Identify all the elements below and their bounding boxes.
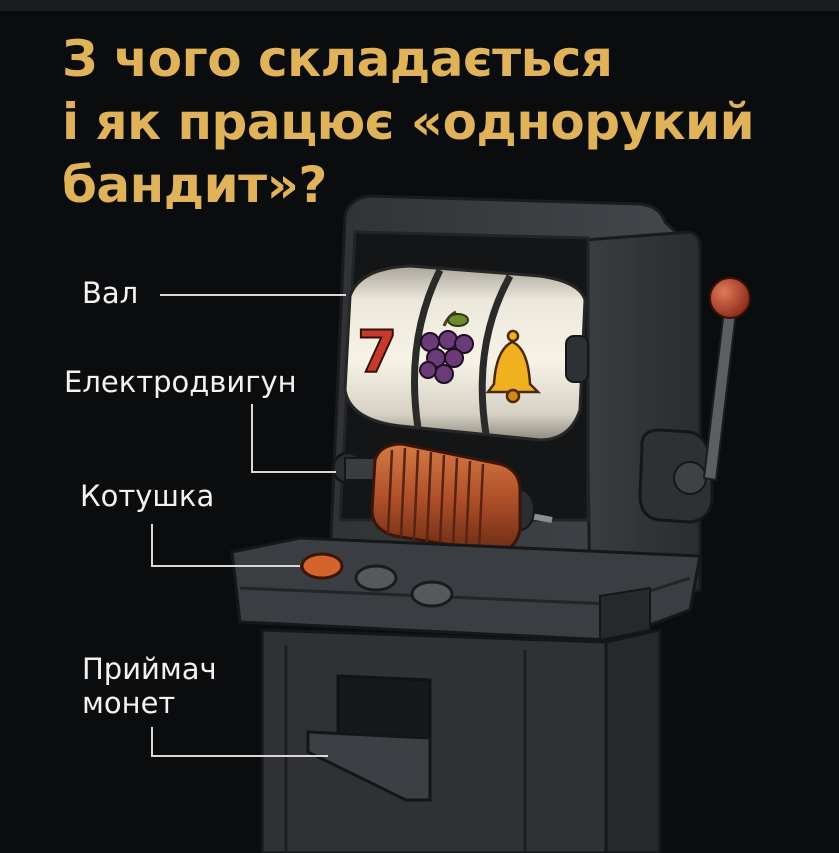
motor-leader xyxy=(251,404,336,473)
orange-button xyxy=(300,552,344,580)
lever-knob xyxy=(709,277,751,319)
top-bar xyxy=(0,0,839,11)
label-coin-acceptor-line-1: Приймач xyxy=(82,652,217,686)
control-panel xyxy=(230,536,702,642)
label-coil: Котушка xyxy=(80,479,215,513)
gray-button-2 xyxy=(410,580,454,608)
title-line-3: бандит»? xyxy=(62,156,327,214)
title-line-1: З чого складається xyxy=(62,30,613,88)
title-line-2: і як працює «однорукий xyxy=(62,93,755,151)
coin-acceptor-leader xyxy=(151,727,328,757)
bell-icon xyxy=(485,329,542,404)
page-title: З чого складається і як працює «одноруки… xyxy=(62,28,822,217)
label-motor: Електродвигун xyxy=(64,365,297,399)
label-coin-acceptor: Приймач монет xyxy=(82,652,217,720)
label-coin-acceptor-line-2: монет xyxy=(82,686,176,720)
gray-button-1 xyxy=(354,564,398,592)
seven-symbol: 7 xyxy=(357,318,397,386)
lever-arm xyxy=(702,308,738,482)
coil-leader xyxy=(151,524,300,567)
label-reel: Вал xyxy=(82,276,139,310)
grape-icon xyxy=(419,310,474,384)
